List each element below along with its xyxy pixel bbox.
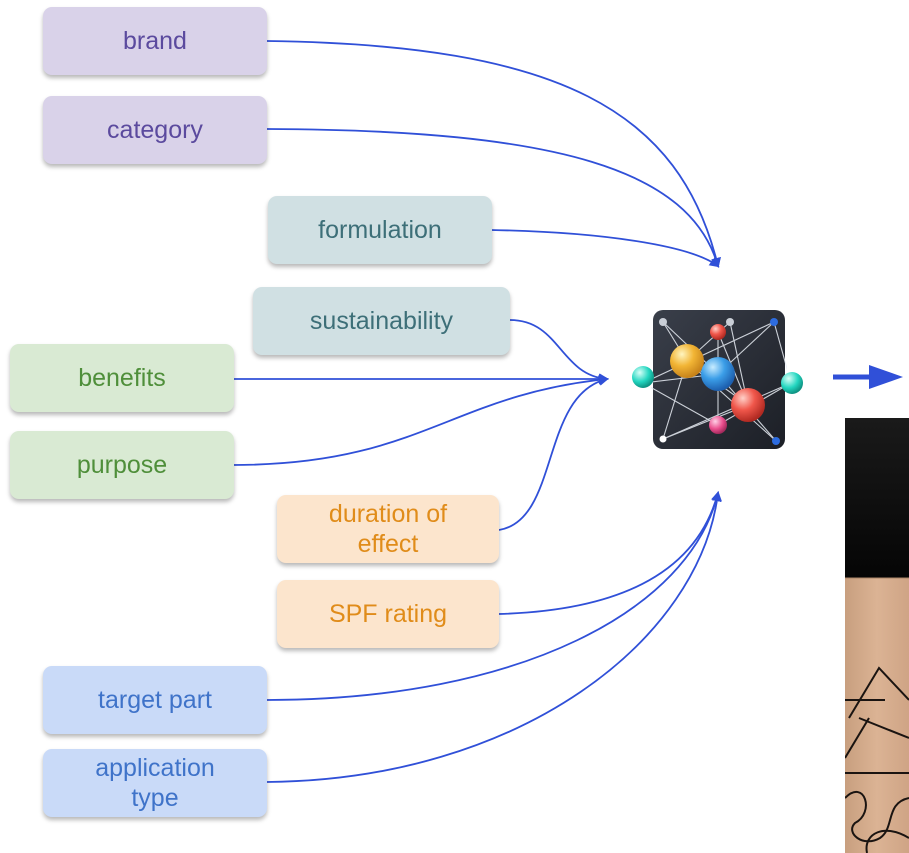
arrow-formulation — [490, 229, 720, 268]
right-arrow-icon — [833, 365, 903, 389]
foundation-bottle-image — [845, 418, 909, 853]
input-brand: brand — [43, 7, 267, 75]
input-formulation: formulation — [268, 196, 492, 264]
arrow-sustainability — [509, 319, 609, 384]
input-category: category — [43, 96, 267, 164]
arrow-category — [266, 128, 721, 268]
input-target-part: target part — [43, 666, 267, 734]
output-node-icon — [781, 372, 803, 394]
input-purpose: purpose — [10, 431, 234, 499]
arrow-application-type — [266, 491, 722, 783]
input-sustainability: sustainability — [253, 287, 510, 355]
arrow-purpose — [232, 374, 609, 466]
arrow-brand — [266, 40, 721, 268]
arrow-spf — [498, 491, 721, 615]
input-benefits: benefits — [10, 344, 234, 412]
arrow-duration — [498, 376, 609, 531]
input-application-type: application type — [43, 749, 267, 817]
input-duration-of-effect: duration of effect — [277, 495, 499, 563]
arrow-target-part — [266, 491, 721, 701]
input-spf-rating: SPF rating — [277, 580, 499, 648]
neural-network-icon — [651, 310, 787, 449]
input-node-icon — [632, 366, 654, 388]
